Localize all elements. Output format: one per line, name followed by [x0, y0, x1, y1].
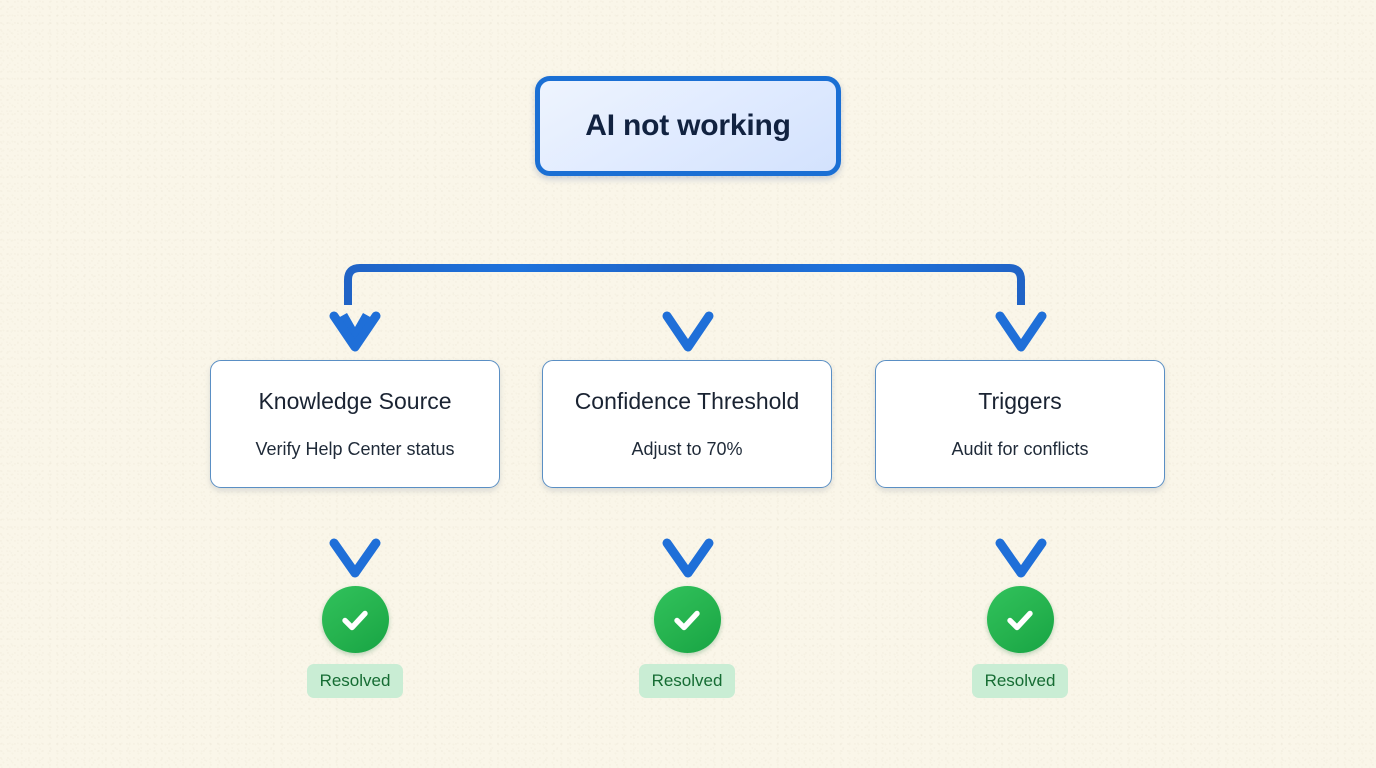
- check-circle-icon: [653, 586, 721, 653]
- branch-node-title: Knowledge Source: [258, 388, 452, 414]
- branch-node-subtitle: Verify Help Center status: [255, 439, 455, 459]
- check-circle-icon: [321, 586, 389, 653]
- check-circle-icon: [986, 586, 1054, 653]
- arrowhead-branch-1-to-status: [662, 538, 714, 578]
- connector-bus: [688, 264, 1025, 305]
- branch-node-title: Confidence Threshold: [574, 388, 800, 414]
- arrowhead-to-branch-0-cap: [329, 311, 381, 352]
- status-badge: Resolved: [971, 664, 1069, 698]
- status-badge: Resolved: [306, 664, 404, 698]
- connector-bus-left: [344, 264, 688, 305]
- branch-node-title: Triggers: [978, 388, 1062, 414]
- branch-node-knowledge-source[interactable]: Knowledge Source Verify Help Center stat…: [210, 360, 500, 488]
- arrowhead-branch-2-to-status: [995, 538, 1047, 578]
- root-node[interactable]: AI not working: [535, 76, 841, 176]
- branch-node-confidence-threshold[interactable]: Confidence Threshold Adjust to 70%: [542, 360, 832, 488]
- status-badge: Resolved: [638, 664, 736, 698]
- branch-node-subtitle: Audit for conflicts: [951, 439, 1089, 459]
- status-group-knowledge-source: Resolved: [210, 586, 500, 698]
- root-node-label: AI not working: [585, 109, 791, 142]
- arrowhead-to-branch-1: [662, 311, 714, 352]
- branch-node-triggers[interactable]: Triggers Audit for conflicts: [875, 360, 1165, 488]
- status-group-triggers: Resolved: [875, 586, 1165, 698]
- branch-node-subtitle: Adjust to 70%: [631, 439, 743, 459]
- arrowhead-to-branch-2: [995, 311, 1047, 352]
- arrowhead-branch-0-to-status: [329, 538, 381, 578]
- status-group-confidence-threshold: Resolved: [542, 586, 832, 698]
